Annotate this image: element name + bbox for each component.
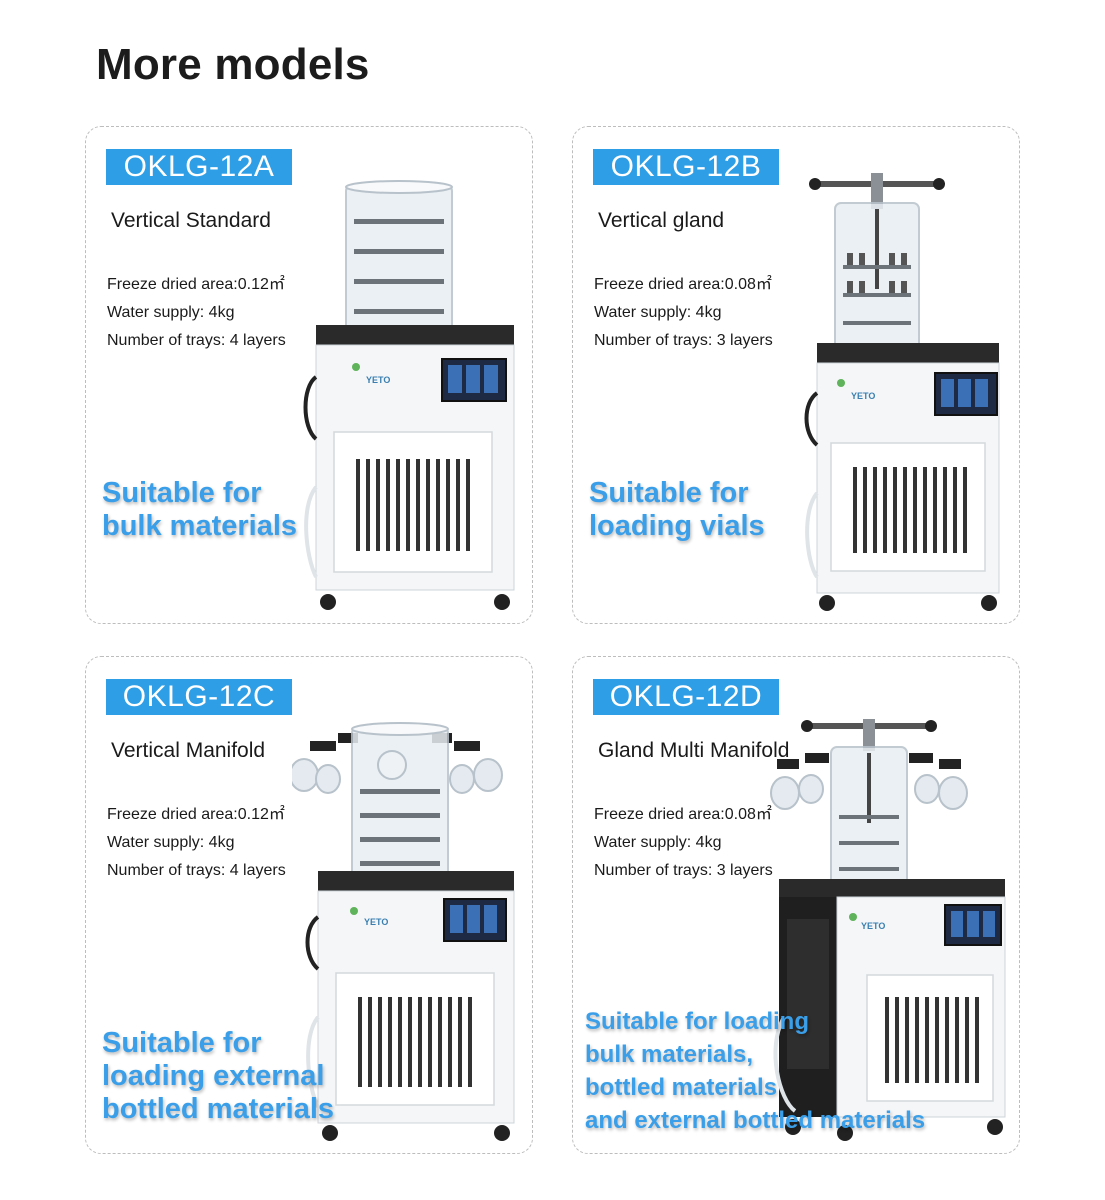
suitability-text: Suitable for loading external bottled ma…: [102, 1027, 334, 1126]
suitability-text: Suitable for loading bulk materials, bot…: [585, 1005, 925, 1137]
suitability-line: Suitable for: [589, 477, 749, 509]
model-card-oklg-12a: OKLG-12A Vertical Standard Freeze dried …: [85, 126, 533, 624]
freeze-dryer-image: YETO: [804, 173, 1000, 611]
suitability-line: bulk materials: [102, 510, 298, 542]
spec-freeze-dried-area: Freeze dried area:0.08㎡: [594, 276, 772, 293]
spec-water-supply: Water supply: 4kg: [107, 304, 235, 321]
suitability-line: bottled materials: [585, 1074, 778, 1101]
model-badge: OKLG-12D: [593, 679, 779, 715]
brand-logo: YETO: [851, 391, 875, 401]
suitability-line: loading vials: [589, 510, 765, 542]
freeze-dryer-image: YETO: [292, 722, 515, 1141]
spec-number-of-trays: Number of trays: 4 layers: [107, 332, 286, 349]
brand-logo: YETO: [366, 375, 390, 385]
spec-water-supply: Water supply: 4kg: [107, 834, 235, 851]
model-card-oklg-12c: OKLG-12C Vertical Manifold Freeze dried …: [85, 656, 533, 1154]
suitability-line: bottled materials: [102, 1093, 335, 1125]
suitability-text: Suitable for loading vials: [589, 477, 765, 543]
spec-number-of-trays: Number of trays: 3 layers: [594, 332, 773, 349]
spec-freeze-dried-area: Freeze dried area:0.12㎡: [107, 276, 285, 293]
brand-logo: YETO: [364, 917, 388, 927]
suitability-line: and external bottled materials: [585, 1107, 926, 1134]
model-card-oklg-12b: OKLG-12B Vertical gland Freeze dried are…: [572, 126, 1020, 624]
model-type: Gland Multi Manifold: [598, 739, 790, 762]
suitability-line: bulk materials,: [585, 1041, 754, 1068]
model-type: Vertical Standard: [111, 209, 271, 232]
brand-logo: YETO: [861, 921, 885, 931]
freeze-dryer-image: YETO: [303, 180, 515, 610]
model-type: Vertical Manifold: [111, 739, 266, 762]
freeze-dryer-image: YETO: [770, 719, 1006, 1141]
spec-water-supply: Water supply: 4kg: [594, 834, 722, 851]
spec-list: Freeze dried area:0.12㎡ Water supply: 4k…: [107, 801, 286, 885]
suitability-line: Suitable for loading: [585, 1008, 810, 1035]
spec-number-of-trays: Number of trays: 4 layers: [107, 862, 286, 879]
spec-number-of-trays: Number of trays: 3 layers: [594, 862, 773, 879]
model-badge: OKLG-12A: [106, 149, 292, 185]
model-card-oklg-12d: OKLG-12D Gland Multi Manifold Freeze dri…: [572, 656, 1020, 1154]
spec-freeze-dried-area: Freeze dried area:0.12㎡: [107, 806, 285, 823]
spec-list: Freeze dried area:0.12㎡ Water supply: 4k…: [107, 271, 286, 355]
model-badge: OKLG-12C: [106, 679, 292, 715]
suitability-text: Suitable for bulk materials: [102, 477, 297, 543]
spec-list: Freeze dried area:0.08㎡ Water supply: 4k…: [594, 801, 773, 885]
model-type: Vertical gland: [598, 209, 725, 232]
suitability-line: loading external: [102, 1060, 325, 1092]
spec-freeze-dried-area: Freeze dried area:0.08㎡: [594, 806, 772, 823]
suitability-line: Suitable for: [102, 1027, 262, 1059]
model-badge: OKLG-12B: [593, 149, 779, 185]
page-title: More models: [96, 40, 370, 89]
suitability-line: Suitable for: [102, 477, 262, 509]
spec-list: Freeze dried area:0.08㎡ Water supply: 4k…: [594, 271, 773, 355]
spec-water-supply: Water supply: 4kg: [594, 304, 722, 321]
